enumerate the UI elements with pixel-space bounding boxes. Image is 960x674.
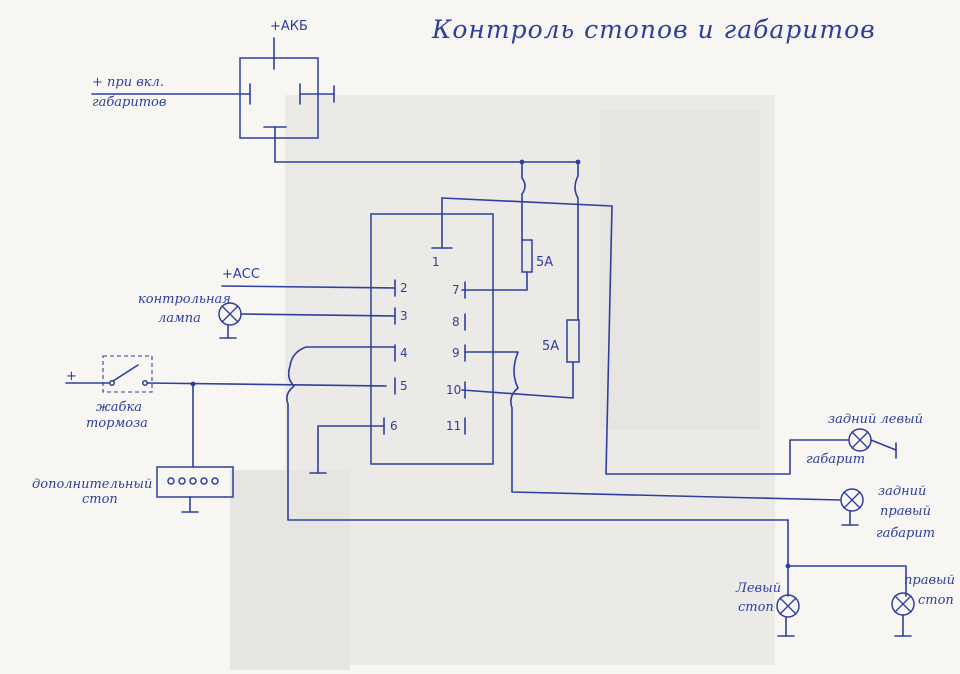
rear-left-gabarit-lamp bbox=[848, 428, 897, 459]
lamp-icon bbox=[840, 488, 864, 512]
akb-label: +АКБ bbox=[270, 19, 308, 34]
pin-5-label: 5 bbox=[400, 379, 408, 393]
extra-stop-label-line2: стоп bbox=[82, 492, 118, 507]
pin-6-label: 6 bbox=[390, 419, 398, 433]
pin-3-label: 3 bbox=[400, 309, 408, 323]
diagram-title: Контроль стопов и габаритов bbox=[431, 15, 876, 44]
left-stop-label-line1: Левый bbox=[735, 581, 781, 596]
plus-label: + bbox=[66, 369, 77, 384]
rear-left-label-line2: габарит bbox=[806, 452, 865, 467]
pin-8-label: 8 bbox=[452, 315, 460, 329]
pin-7-label: 7 bbox=[452, 283, 460, 297]
lamp-label-line2: лампа bbox=[158, 311, 201, 326]
pin-11-label: 11 bbox=[446, 419, 461, 433]
extra-stop-lamp bbox=[156, 383, 234, 513]
lamp-label-line1: контрольная bbox=[138, 292, 231, 307]
pin-1-label: 1 bbox=[432, 255, 440, 269]
brake-switch bbox=[65, 355, 387, 393]
pin-10-label: 10 bbox=[446, 383, 461, 397]
switch-label-line1: жабка bbox=[96, 400, 142, 415]
lamp-icon bbox=[776, 594, 800, 618]
fuse-2-label: 5А bbox=[542, 339, 559, 354]
gabarity-label-line2: габаритов bbox=[92, 95, 166, 110]
acc-label: +АСС bbox=[222, 267, 260, 282]
rear-right-label-line2: правый bbox=[880, 504, 931, 519]
relay-body bbox=[239, 57, 319, 139]
right-stop-label-line2: стоп bbox=[918, 593, 954, 608]
brake-switch-frame bbox=[102, 355, 153, 393]
paper-shadow bbox=[230, 95, 775, 670]
extra-stop-label-line1: дополнительный bbox=[32, 477, 152, 492]
control-module bbox=[370, 197, 613, 465]
left-stop-label-line2: стоп bbox=[738, 600, 774, 615]
control-lamp bbox=[218, 302, 396, 339]
fuse-1-label: 5А bbox=[536, 255, 553, 270]
right-stop-label-line1: правый bbox=[904, 573, 955, 588]
control-module-body bbox=[370, 213, 494, 465]
rear-left-label-line1: задний левый bbox=[828, 412, 923, 427]
extra-stop-body bbox=[156, 466, 234, 498]
right-stop-lamp bbox=[891, 592, 915, 637]
pin-4-label: 4 bbox=[400, 346, 408, 360]
rear-right-label-line1: задний bbox=[878, 484, 926, 499]
pin-9-label: 9 bbox=[452, 346, 460, 360]
switch-label-line2: тормоза bbox=[86, 416, 148, 431]
rear-right-gabarit-lamp bbox=[840, 488, 864, 526]
rear-right-label-line3: габарит bbox=[876, 526, 935, 541]
relay bbox=[91, 37, 335, 163]
left-stop-lamp bbox=[776, 594, 800, 637]
pin-2-label: 2 bbox=[400, 281, 408, 295]
gabarity-label-line1: + при вкл. bbox=[92, 75, 164, 90]
